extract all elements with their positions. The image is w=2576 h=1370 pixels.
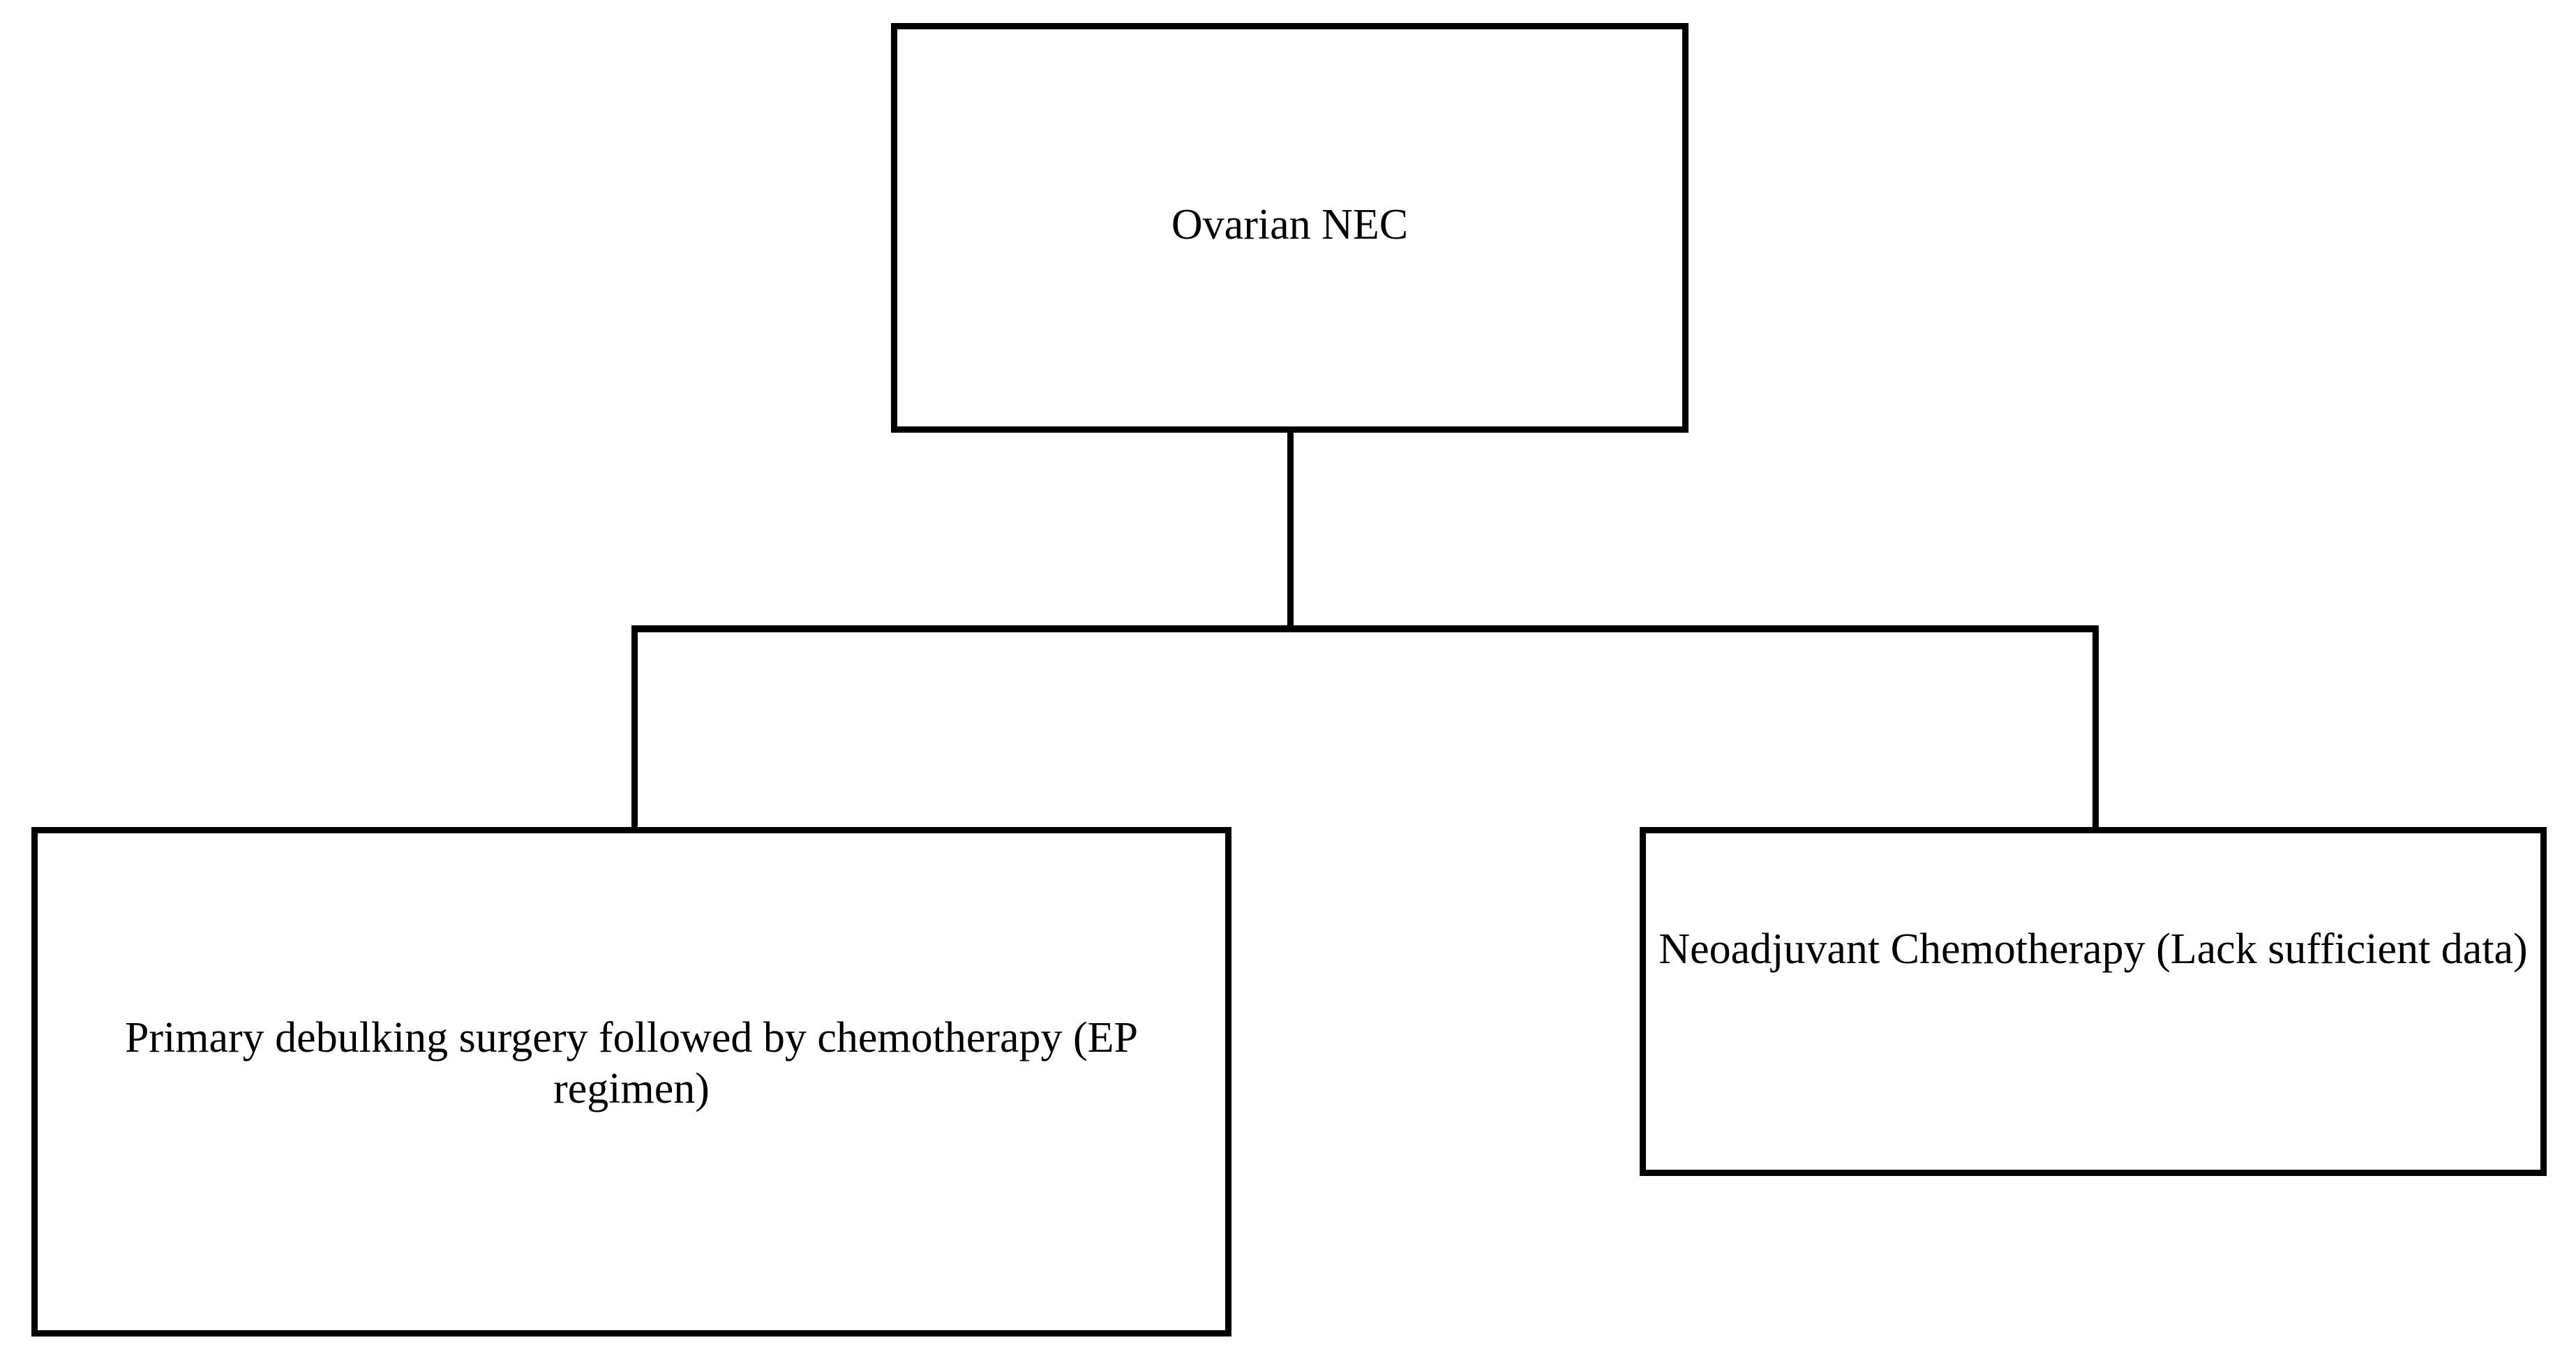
flowchart-node-left-child[interactable]: Primary debulking surgery followed by ch…: [31, 827, 1231, 1337]
flowchart-node-right-child-label: Neoadjuvant Chemotherapy (Lack sufficien…: [1658, 925, 2528, 973]
flowchart-node-left-child-label: Primary debulking surgery followed by ch…: [124, 1014, 1139, 1113]
flowchart-node-right-child[interactable]: Neoadjuvant Chemotherapy (Lack sufficien…: [1640, 827, 2547, 1176]
flowchart-node-root-label: Ovarian NEC: [1171, 200, 1409, 248]
connector-drop-right-child: [2092, 625, 2099, 831]
flowchart-node-root[interactable]: Ovarian NEC: [891, 23, 1688, 433]
connector-horizontal-bus: [631, 625, 2099, 632]
connector-drop-left-child: [631, 625, 638, 831]
connector-root-stem: [1287, 429, 1294, 632]
